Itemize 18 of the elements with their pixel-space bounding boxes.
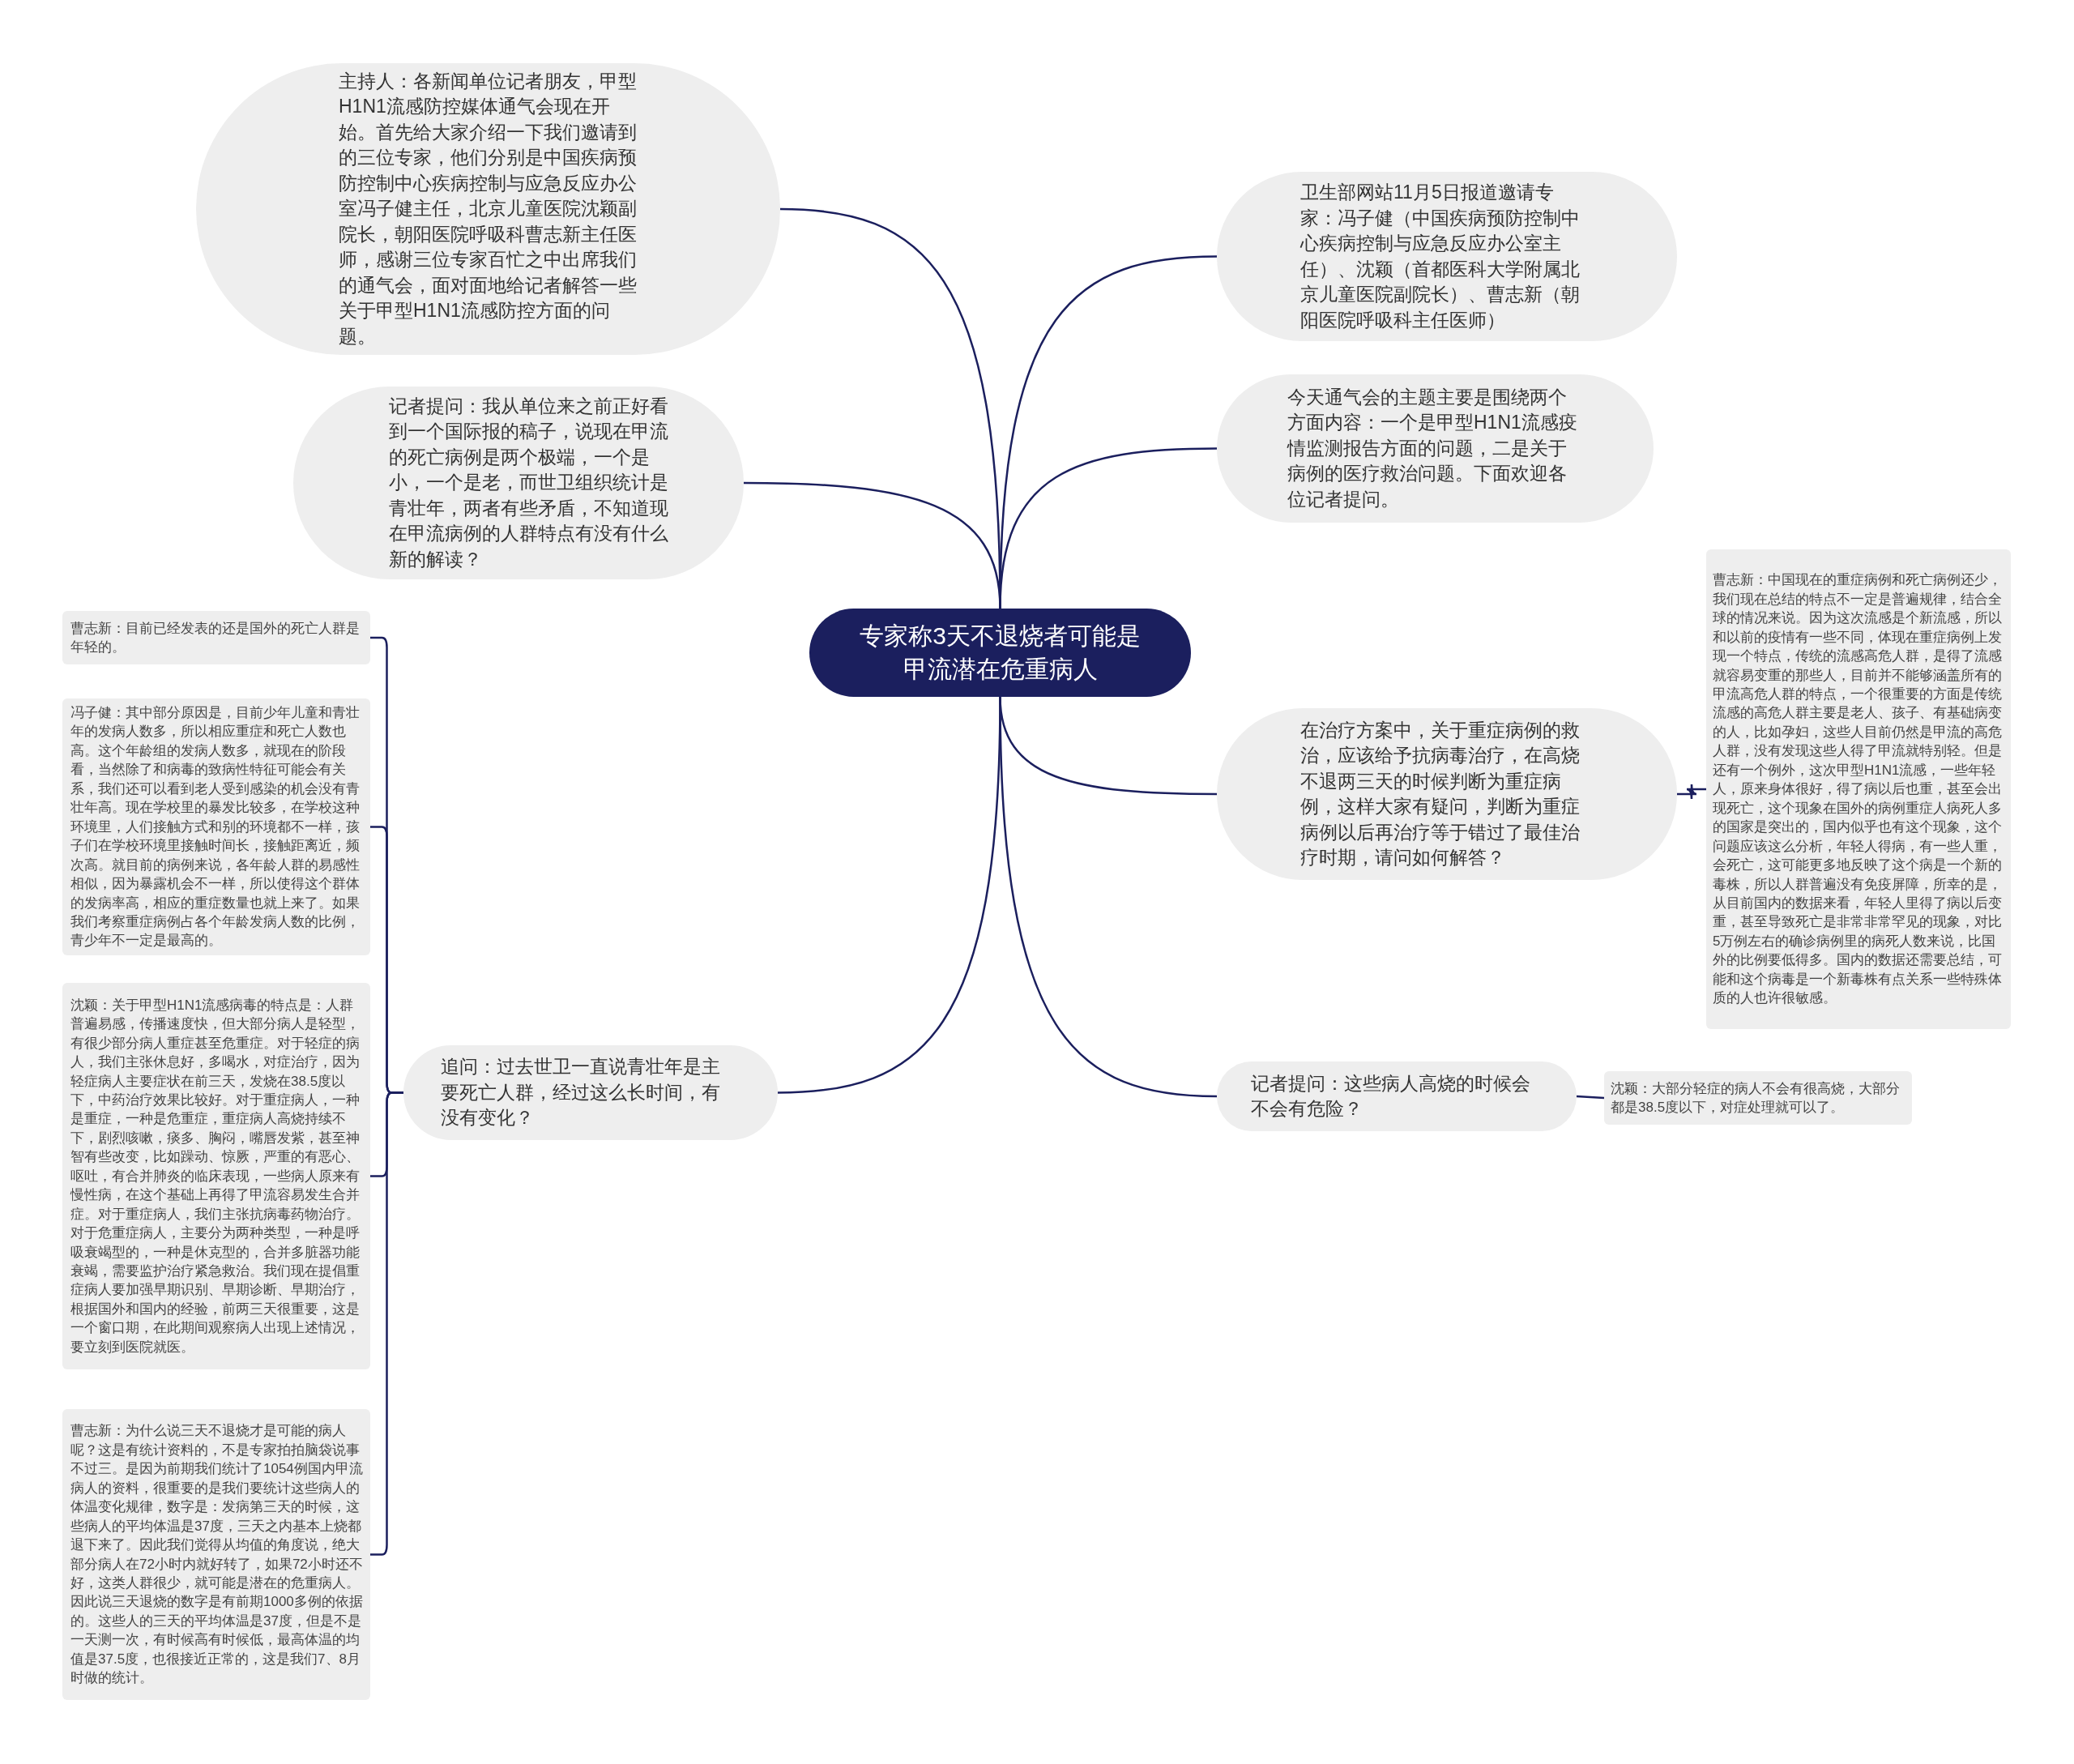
answer-card: 曹志新：中国现在的重症病例和死亡病例还少，我们现在总结的特点不一定是普遍规律，结合全球的情况来说。因为这次流感是个新流感，所以和以前的疫情有一些不同，体现在重症病例上发现一个特点，传统的流感高危人群，是得了流感就容易变重的那些人，目前并不能够涵盖所有的甲流高危人群的特点，一个很重要的方面是传统流感的高危人群主要是老人、孩子、有基础病变的人，比如孕妇，这些人目前仍然是甲流的高危人群，没有发现这些人得了甲流就特别轻。但是还有一个例外，这次甲型H1N1流感，一些年轻人，原来身体很好，得了病以后也重，甚至会出现死亡，这个现象在国外的病例重症人病死人多的国家是突出的，国内似乎也有这个现象，这个问题应该这么分析，年轻人得病，有一些人重，会死亡，这可能更多地反映了这个病是一个新的毒株，所以人群普遍没有免疫屏障，所幸的是，从目前国内的数据来看，年轻人里得了病以后变重，甚至导致死亡是非常非常罕见的现象，对比5万例左右的确诊病例里的病死人数来说，比国外的比例要低得多。国内的数据还需要总结，可能和这个病毒是一个新毒株有点关系一些特殊体质的人也许很敏感。 xyxy=(1706,549,2011,1029)
question-bubble: 记者提问：这些病人高烧的时候会不会有危险？ xyxy=(1217,1061,1577,1131)
question-bubble: 在治疗方案中，关于重症病例的救治，应该给予抗病毒治疗，在高烧不退两三天的时候判断为重症病例，这样大家有疑问，判断为重症病例以后再治疗等于错过了最佳治疗时期，请问如何解答？ xyxy=(1217,708,1677,880)
question-bubble: 追问：过去世卫一直说青壮年是主要死亡人群，经过这么长时间，有没有变化？ xyxy=(403,1045,778,1140)
answer-card: 冯子健：其中部分原因是，目前少年儿童和青壮年的发病人数多，所以相应重症和死亡人数也高。这个年龄组的发病人数多，就现在的阶段看，当然除了和病毒的致病性特征可能会有关系，我们还可以看到老人受到感染的机会没有青壮年高。现在学校里的暴发比较多，在学校这种环境里，人们接触方式和别的环境都不一样，孩子们在学校环境里接触时间长，接触距离近，频次高。就目前的病例来说，各年龄人群的易感性相似，因为暴露机会不一样，所以使得这个群体的发病率高，相应的重症数量也就上来了。如果我们考察重症病例占各个年龄发病人数的比例，青少年不一定是最高的。 xyxy=(62,698,370,955)
answer-card: 曹志新：目前已经发表的还是国外的死亡人群是年轻的。 xyxy=(62,611,370,664)
question-bubble: 主持人：各新闻单位记者朋友，甲型H1N1流感防控媒体通气会现在开始。首先给大家介绍一下我们邀请到的三位专家，他们分别是中国疾病预防控制中心疾病控制与应急反应办公室冯子健主任，北京儿童医院沈颖副院长，朝阳医院呼吸科曹志新主任医师，感谢三位专家百忙之中出席我们的通气会，面对面地给记者解答一些关于甲型H1N1流感防控方面的问题。 xyxy=(196,63,780,355)
question-bubble: 卫生部网站11月5日报道邀请专家：冯子健（中国疾病预防控制中心疾病控制与应急反应办公室主任）、沈颖（首都医科大学附属北京儿童医院副院长）、曹志新（朝阳医院呼吸科主任医师） xyxy=(1217,172,1677,341)
connector xyxy=(999,447,1218,609)
connector xyxy=(1677,783,1706,801)
answer-card: 沈颖：关于甲型H1N1流感病毒的特点是：人群普遍易感，传播速度快，但大部分病人是轻型，有很少部分病人重症甚至危重症。对于轻症的病人，我们主张休息好，多喝水，对症治疗，因为轻症病人主要症状在前三天，发烧在38.5度以下，中药治疗效果比较好。对于重症病人，一种是重症，一种是危重症，重症病人高烧持续不下，剧烈咳嗽，痰多、胸闷，嘴唇发紫，甚至神智有些改变，比如躁动、惊厥，严重的有恶心、呕吐，有合并肺炎的临床表现，一些病人原来有慢性病，在这个基础上再得了甲流容易发生合并症。对于重症病人，我们主张抗病毒药物治疗。对于危重症病人，主要分为两种类型，一种是呼吸衰竭型的，一种是休克型的，合并多脏器功能衰竭，需要监护治疗紧急救治。我们现在提倡重症病人要加强早期识别、早期诊断、早期治疗，根据国外和国内的经验，前两三天很重要，这是一个窗口期，在此期间观察病人出现上述情况，要立刻到医院就医。 xyxy=(62,983,370,1369)
answer-card: 曹志新：为什么说三天不退烧才是可能的病人呢？这是有统计资料的，不是专家拍拍脑袋说事不过三。是因为前期我们统计了1054例国内甲流病人的资料，很重要的是我们要统计这些病人的体温变化规律，数字是：发病第三天的时候，这些病人的平均体温是37度，三天之内基本上烧都退下来了。因此我们觉得从均值的角度说，绝大部分病人在72小时内就好转了，如果72小时还不好，这类人群很少，就可能是潜在的危重病人。因此说三天退烧的数字是有前期1000多例的依据的。这些人的三天的平均体温是37度，但是不是一天测一次，有时候高有时候低，最高体温的均值是37.5度，也很接近正常的，这是我们7、8月时做的统计。 xyxy=(62,1409,370,1700)
question-bubble: 记者提问：我从单位来之前正好看到一个国际报的稿子，说现在甲流的死亡病例是两个极端，一个是小，一个是老，而世卫组织统计是青壮年，两者有些矛盾，不知道现在甲流病例的人群特点有没有什么新的解读？ xyxy=(293,387,744,579)
question-bubble: 今天通气会的主题主要是围绕两个方面内容：一个是甲型H1N1流感疫情监测报告方面的问题，二是关于病例的医疗救治问题。下面欢迎各位记者提问。 xyxy=(1217,374,1654,523)
answer-card: 沈颖：大部分轻症的病人不会有很高烧，大部分都是38.5度以下，对症处理就可以了。 xyxy=(1604,1071,1912,1125)
connector xyxy=(1576,1095,1605,1100)
topic-bubble: 专家称3天不退烧者可能是甲流潜在危重病人 xyxy=(809,609,1191,697)
connector xyxy=(999,696,1218,1098)
